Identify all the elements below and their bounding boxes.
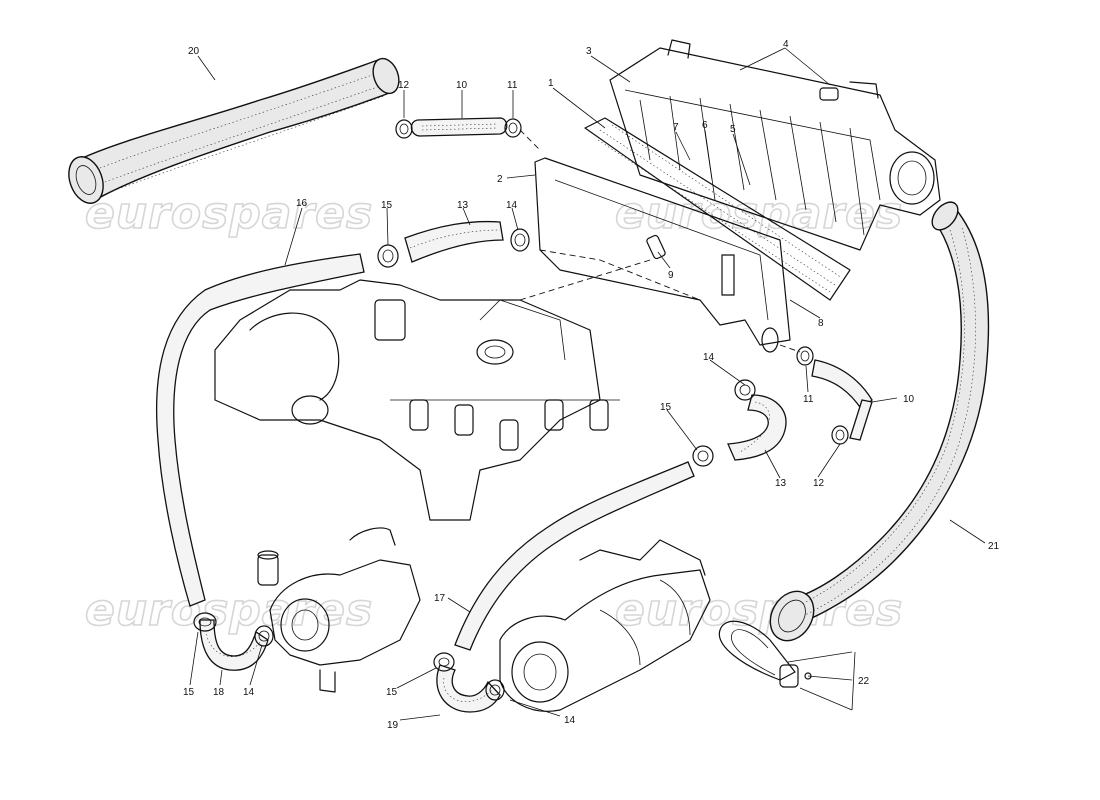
clamp-14-lower-left [254, 625, 274, 647]
watermark-bottom-left: eurospares [85, 585, 373, 636]
callout-labels: 1 2 3 4 5 6 7 8 9 10 10 11 11 12 12 13 1… [183, 39, 1000, 731]
callout-13-right: 13 [775, 478, 787, 489]
callout-22: 22 [858, 676, 870, 687]
callout-15-lower-left: 15 [183, 687, 195, 698]
intake-manifold [214, 279, 620, 521]
callout-15-lower-center: 15 [386, 687, 398, 698]
callout-14-lower-center: 14 [564, 715, 576, 726]
hose-17 [454, 461, 695, 651]
callout-7: 7 [673, 122, 679, 133]
callout-11-top: 11 [507, 80, 518, 91]
callout-12-right: 12 [813, 478, 825, 489]
callout-13-top: 13 [457, 200, 469, 211]
callout-19: 19 [387, 720, 399, 731]
clamp-12-top [395, 119, 413, 139]
callout-6: 6 [702, 120, 708, 131]
callout-9: 9 [668, 270, 674, 281]
callout-17: 17 [434, 593, 446, 604]
callout-15-top: 15 [381, 200, 393, 211]
guide-line-2 [539, 249, 701, 301]
clamp-15-lower-center [433, 652, 455, 672]
callout-15-right: 15 [660, 402, 672, 413]
hose-18 [199, 619, 269, 671]
leader-lines [189, 47, 986, 721]
callout-1: 1 [548, 78, 554, 89]
guide-line-1 [519, 129, 541, 151]
callout-5: 5 [730, 124, 736, 135]
callout-8: 8 [818, 318, 824, 329]
air-filter-cover [609, 39, 941, 251]
callout-14-lower-left: 14 [243, 687, 255, 698]
filter-base-plate [534, 157, 791, 353]
clamp-14-right [734, 379, 756, 401]
clamp-15-right [692, 445, 714, 467]
hose-13-right [727, 394, 787, 461]
hose-10-top [410, 117, 508, 137]
filter-element [584, 117, 851, 301]
callout-14-top: 14 [506, 200, 518, 211]
watermark-bottom-right: eurospares [615, 585, 903, 636]
callout-18: 18 [213, 687, 225, 698]
corrugated-hose-20 [68, 57, 400, 204]
clamp-12-right [831, 425, 849, 445]
turbocharger-right [499, 539, 711, 712]
callout-10-top: 10 [456, 80, 468, 91]
guide-line-4 [779, 344, 801, 353]
strap-clamp-22 [718, 620, 812, 688]
callout-20: 20 [188, 46, 200, 57]
callout-11-right: 11 [803, 394, 814, 405]
guide-line-3 [519, 259, 651, 301]
callout-2: 2 [497, 174, 503, 185]
clamp-11-right [796, 346, 814, 366]
callout-14-right: 14 [703, 352, 715, 363]
clamp-11-top [504, 118, 522, 138]
turbocharger-left [257, 527, 421, 693]
watermark-top-left: eurospares [85, 188, 373, 239]
clamp-15-top [377, 244, 399, 268]
clamp-14-top [510, 228, 530, 252]
callout-12-top: 12 [398, 80, 410, 91]
callout-10-right: 10 [903, 394, 915, 405]
callout-21: 21 [988, 541, 1000, 552]
connector-9 [646, 234, 666, 260]
hose-19 [436, 664, 501, 713]
hose-10-right [811, 359, 873, 441]
callout-3: 3 [586, 46, 592, 57]
clamp-15-lower-left [193, 612, 217, 632]
hose-13-top [404, 220, 504, 263]
corrugated-hose-21 [769, 201, 990, 642]
hose-16 [155, 253, 365, 607]
callout-4: 4 [783, 39, 789, 50]
callout-16: 16 [296, 198, 308, 209]
